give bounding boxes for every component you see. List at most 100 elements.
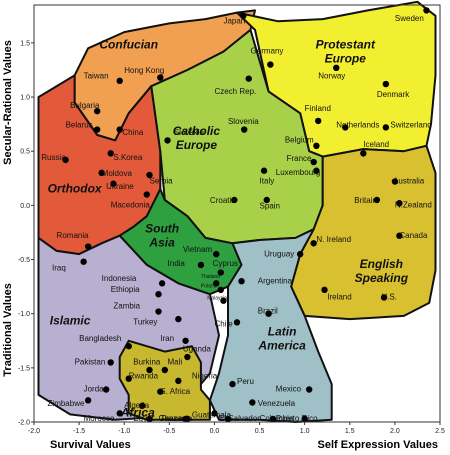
label-s-korea: S.Korea xyxy=(113,153,142,162)
label-ukraine: Ukraine xyxy=(106,182,134,191)
y-tick-label: -0.5 xyxy=(18,257,30,264)
label-iraq: Iraq xyxy=(52,263,66,272)
point-peru xyxy=(229,380,236,388)
label-thailand: Thailand xyxy=(201,274,220,280)
label-n-zealand: N.Zealand xyxy=(395,201,432,210)
label-algeria: Algeria xyxy=(124,401,149,410)
point-britain xyxy=(373,196,381,204)
point-moldova xyxy=(98,169,105,177)
y-tick-label: -1.0 xyxy=(18,311,30,318)
point-netherlands xyxy=(342,124,349,131)
point-puerto-rico xyxy=(301,415,308,423)
label-vietnam: Vietnam xyxy=(183,245,213,254)
point-germany xyxy=(267,61,274,68)
point-pakistan xyxy=(107,359,114,366)
label-peru: Peru xyxy=(237,377,254,386)
label-spain: Spain xyxy=(260,202,280,211)
plot-frame xyxy=(33,4,441,423)
label-denmark: Denmark xyxy=(377,90,410,99)
label-jordan: Jordan xyxy=(84,385,108,394)
point-ukraine xyxy=(110,180,117,187)
point-nigeria xyxy=(175,377,182,385)
label-switzerland: Switzerland xyxy=(390,120,431,129)
label-egypt: Egypt xyxy=(133,414,154,423)
point-jordan xyxy=(102,386,110,393)
x-tick-label: 2.5 xyxy=(435,428,445,435)
x-tick-label: -0.5 xyxy=(163,428,175,435)
label-bulgaria: Bulgaria xyxy=(70,101,100,110)
label-ethiopia: Ethiopia xyxy=(111,285,140,294)
label-rwanda: Rwanda xyxy=(129,372,159,381)
point-indonesia xyxy=(158,280,166,287)
point-slovenia xyxy=(241,126,248,133)
label-uganda: Uganda xyxy=(183,345,212,354)
label-norway: Norway xyxy=(318,72,345,81)
label-turkey: Turkey xyxy=(133,318,157,327)
y-axis-ticks: 1.51.00.50.0-0.5-1.0-1.5-2.0 xyxy=(18,40,34,427)
label-el-salvador: El Salvador xyxy=(219,414,260,423)
point-u-s xyxy=(380,294,388,301)
label-slovakia: Slovakia xyxy=(174,128,205,137)
label-argentina: Argentina xyxy=(258,276,293,285)
point-algeria xyxy=(139,402,146,409)
label-mexico: Mexico xyxy=(276,385,302,394)
y-tick-label: -1.5 xyxy=(18,365,30,372)
y-tick-label: 0.0 xyxy=(20,203,30,210)
point-russia xyxy=(62,156,69,164)
label-france: France xyxy=(287,154,312,163)
point-japan xyxy=(240,12,247,20)
label-slovenia: Slovenia xyxy=(228,117,259,126)
label-china: China xyxy=(122,128,143,137)
label-ghana: Ghana xyxy=(159,414,184,423)
point-ireland xyxy=(321,286,328,294)
point-s-africa xyxy=(157,388,164,395)
label-belarus: Belarus xyxy=(66,120,93,129)
point-thailand xyxy=(213,280,220,287)
point-n-zealand xyxy=(396,200,403,207)
label-malaysia: Malaysia xyxy=(207,296,227,302)
y-axis-label-top: Secular-Rational Values xyxy=(2,40,14,165)
label-colombia: Colombia xyxy=(260,414,294,423)
label-czech-rep: Czech Rep. xyxy=(214,87,256,96)
label-italy: Italy xyxy=(260,177,275,186)
label-morocco: Morocco xyxy=(84,414,115,423)
label-luxembourg: Luxembourg xyxy=(276,168,320,177)
label-nigeria: Nigeria xyxy=(192,372,218,381)
point-taiwan xyxy=(116,77,123,85)
point-n-ireland xyxy=(310,240,317,247)
point-mali xyxy=(161,366,169,374)
point-croatia xyxy=(231,196,238,204)
point-zimbabwe xyxy=(84,397,92,404)
label-germany: Germany xyxy=(251,47,284,56)
point-india xyxy=(197,261,205,269)
point-belgium xyxy=(313,142,320,150)
x-axis-label-right: Self Expression Values xyxy=(318,439,438,451)
label-brazil: Brazil xyxy=(258,307,278,316)
point-norway xyxy=(333,64,340,72)
x-tick-label: -2.0 xyxy=(28,428,40,435)
x-tick-label: 2.0 xyxy=(390,428,400,435)
point-bulgaria xyxy=(93,107,101,115)
label-s-africa: S. Africa xyxy=(160,387,190,396)
zone-label-africa: Africa xyxy=(120,406,155,420)
label-bangladesh: Bangladesh xyxy=(79,334,121,343)
point-australia xyxy=(391,178,399,185)
point-malaysia xyxy=(220,297,227,304)
point-argentina xyxy=(238,277,245,285)
point-sweden xyxy=(423,7,430,14)
point-iraq xyxy=(80,258,87,265)
point-venezuela xyxy=(249,399,256,406)
label-moldova: Moldova xyxy=(102,169,133,178)
point-egypt xyxy=(146,415,153,423)
point-ghana xyxy=(184,415,191,423)
label-serbia: Serbia xyxy=(149,177,173,186)
label-guatemala: Guatemala xyxy=(192,411,232,420)
x-tick-label: 1.0 xyxy=(300,428,310,435)
point-iceland xyxy=(360,150,367,157)
point-colombia xyxy=(269,415,277,423)
point-czech-rep xyxy=(245,75,252,82)
